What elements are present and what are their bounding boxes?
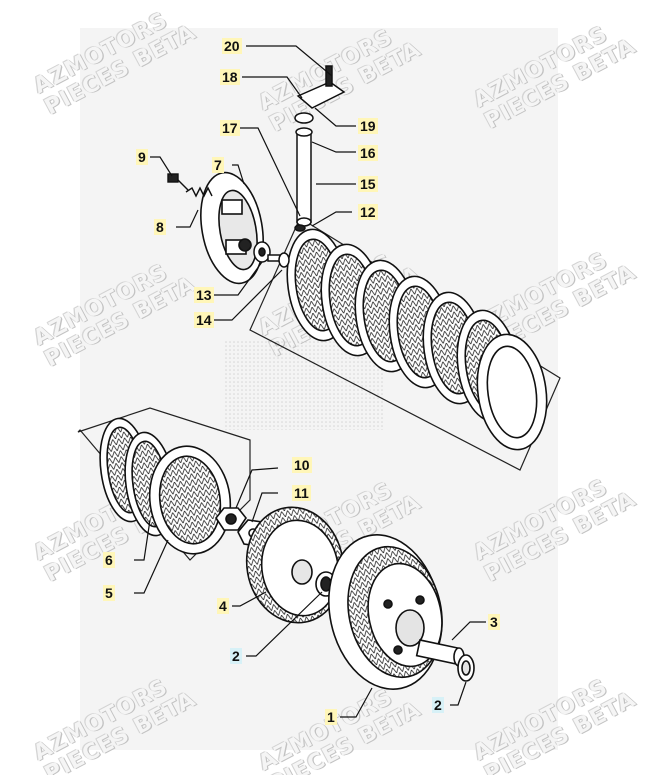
callout-12: 12 <box>358 204 378 220</box>
release-lever <box>294 65 346 124</box>
spring-and-screw <box>167 173 213 198</box>
callout-14: 14 <box>194 312 214 328</box>
callout-1: 1 <box>325 709 337 725</box>
callout-19: 19 <box>358 118 378 134</box>
callout-3: 3 <box>488 614 500 630</box>
inner-hub <box>245 506 345 624</box>
callout-2: 2 <box>230 648 242 664</box>
callout-5: 5 <box>103 585 115 601</box>
callout-13: 13 <box>194 287 214 303</box>
callout-6: 6 <box>103 552 115 568</box>
callout-11: 11 <box>292 485 311 501</box>
bearing-and-washer <box>253 241 290 268</box>
callout-16: 16 <box>358 145 378 161</box>
shaft-and-washer <box>415 639 475 682</box>
callout-9: 9 <box>136 149 148 165</box>
clutch-plates-upper <box>286 228 548 451</box>
callout-2: 2 <box>432 697 444 713</box>
callout-7: 7 <box>212 157 224 173</box>
clutch-plates-lower <box>99 417 232 555</box>
callout-15: 15 <box>358 176 378 192</box>
callout-4: 4 <box>217 598 229 614</box>
callout-20: 20 <box>222 38 242 54</box>
callout-18: 18 <box>220 69 240 85</box>
callout-8: 8 <box>154 219 166 235</box>
push-rod <box>294 127 313 232</box>
leader-lines <box>134 45 486 718</box>
callout-17: 17 <box>220 120 240 136</box>
plate-pack-frame-lower <box>77 407 251 561</box>
pressure-plate <box>200 171 264 285</box>
callout-10: 10 <box>292 457 312 473</box>
